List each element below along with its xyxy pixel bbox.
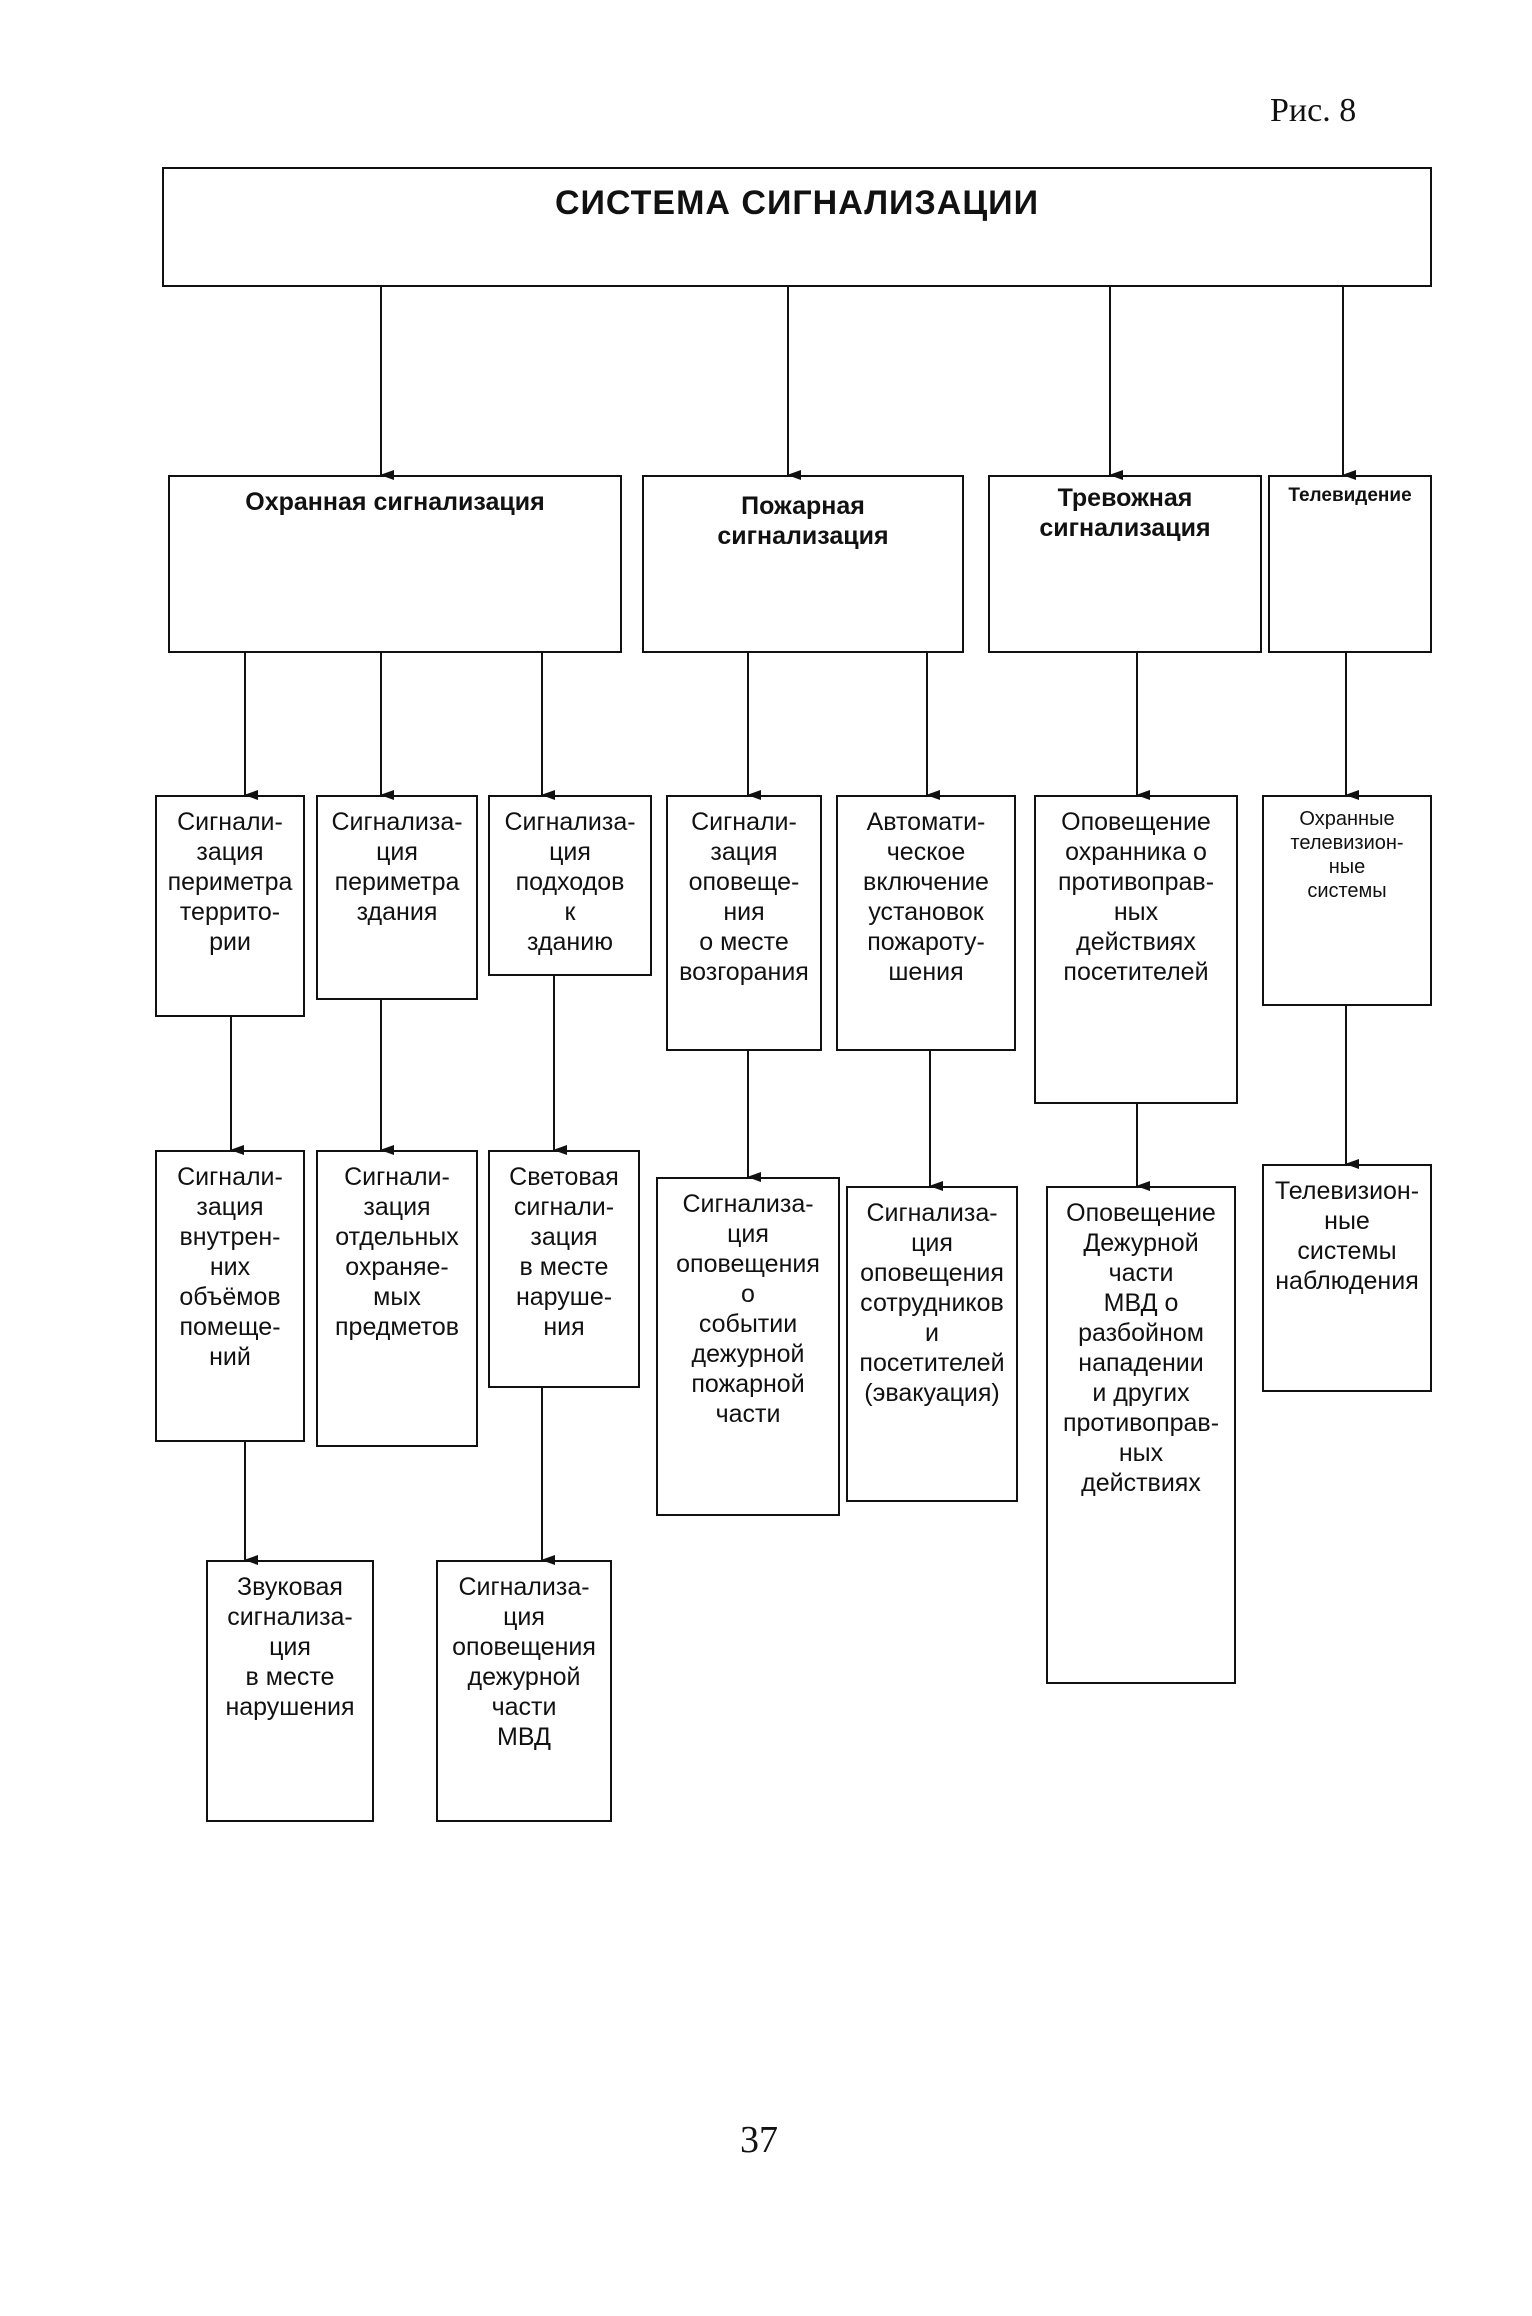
node-perimeter-building: Сигнализа- ция периметра здания <box>316 795 478 1000</box>
node-sound-alarm: Звуковая сигнализа- ция в месте нарушени… <box>206 1560 374 1822</box>
category-fire: Пожарная сигнализация <box>642 475 964 653</box>
node-auto-extinguish: Автомати- ческое включение установок пож… <box>836 795 1016 1051</box>
node-internal-volumes: Сигнали- зация внутрен- них объёмов поме… <box>155 1150 305 1442</box>
node-approaches: Сигнализа- ция подходов к зданию <box>488 795 652 976</box>
node-separate-items: Сигнали- зация отдельных охраняе- мых пр… <box>316 1150 478 1447</box>
system-title-box: СИСТЕМА СИГНАЛИЗАЦИИ <box>162 167 1432 287</box>
node-fire-duty: Сигнализа- ция оповещения о событии дежу… <box>656 1177 840 1516</box>
node-fire-origin: Сигнали- зация оповеще- ния о месте возг… <box>666 795 822 1051</box>
node-police-duty: Оповещение Дежурной части МВД о разбойно… <box>1046 1186 1236 1684</box>
figure-label: Рис. 8 <box>1270 92 1357 129</box>
category-security: Охранная сигнализация <box>168 475 622 653</box>
node-tv-security: Охранные телевизион- ные системы <box>1262 795 1432 1006</box>
node-light-alarm: Световая сигнали- зация в месте наруше- … <box>488 1150 640 1388</box>
category-alarm: Тревожная сигнализация <box>988 475 1262 653</box>
category-tv: Телевидение <box>1268 475 1432 653</box>
node-evacuation: Сигнализа- ция оповещения сотрудников и … <box>846 1186 1018 1502</box>
node-mvd-duty: Сигнализа- ция оповещения дежурной части… <box>436 1560 612 1822</box>
node-guard-notify: Оповещение охранника о противоправ- ных … <box>1034 795 1238 1104</box>
node-tv-observation: Телевизион- ные системы наблюдения <box>1262 1164 1432 1392</box>
node-perimeter-territory: Сигнали- зация периметра террито- рии <box>155 795 305 1017</box>
page-number: 37 <box>740 2119 778 2161</box>
